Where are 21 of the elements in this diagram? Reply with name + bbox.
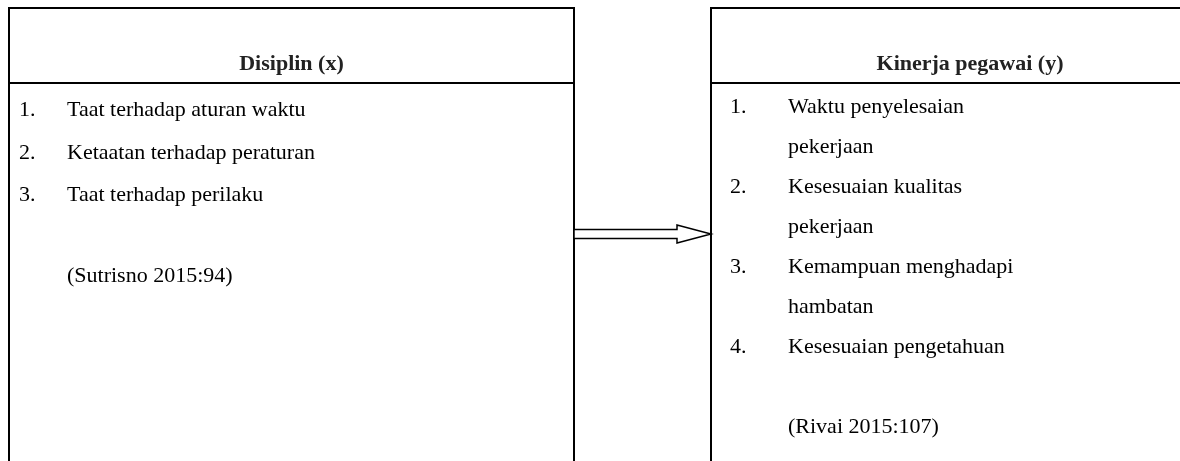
indicator-text: Kesesuaian kualitas pekerjaan	[788, 172, 964, 240]
list-number: 1.	[19, 95, 37, 123]
indicator-text: Taat terhadap perilaku	[67, 180, 265, 208]
list-number: 3.	[730, 252, 748, 280]
box-heading: Disiplin (x)	[239, 50, 344, 76]
indicator-text: Kemampuan menghadapi hambatan	[788, 252, 1015, 320]
citation: (Rivai 2015:107)	[788, 413, 939, 438]
concept-box	[710, 7, 1180, 461]
block-arrow	[573, 224, 714, 244]
indicator-text: Kesesuaian pengetahuan	[788, 332, 1006, 360]
list-number: 1.	[730, 92, 748, 120]
list-number: 3.	[19, 180, 37, 208]
concept-box	[8, 7, 575, 461]
list-number: 2.	[730, 172, 748, 200]
list-number: 4.	[730, 332, 748, 360]
box-heading: Kinerja pegawai (y)	[876, 50, 1064, 76]
citation: (Sutrisno 2015:94)	[67, 261, 233, 287]
indicator-text: Ketaatan terhadap peraturan	[67, 137, 316, 166]
indicator-text: Waktu penyelesaian pekerjaan	[788, 92, 965, 160]
list-number: 2.	[19, 137, 37, 166]
indicator-text: Taat terhadap aturan waktu	[67, 95, 307, 123]
